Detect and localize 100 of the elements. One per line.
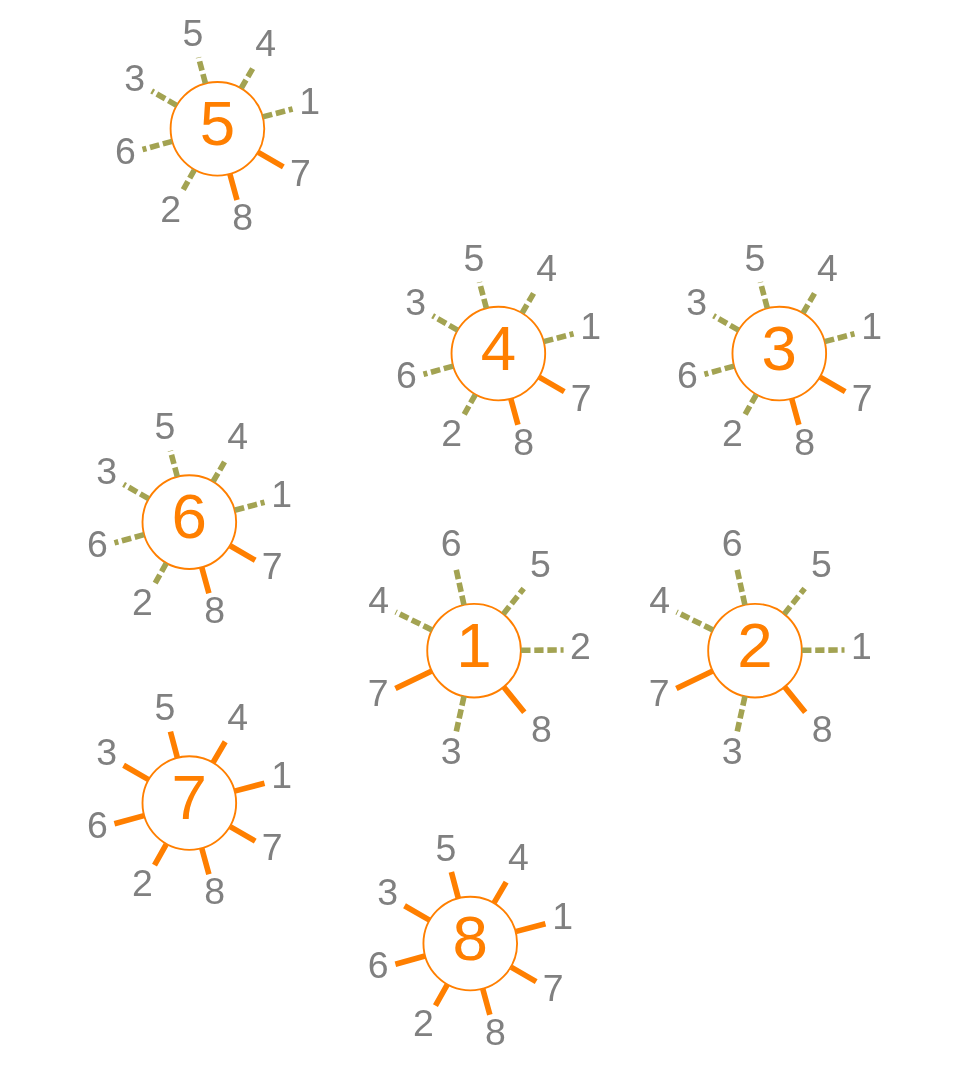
connector	[198, 566, 212, 595]
node-text: 7	[261, 545, 283, 588]
connector	[520, 647, 564, 654]
connector	[226, 173, 240, 201]
connector	[151, 561, 169, 586]
connector	[514, 921, 546, 935]
connector	[674, 668, 714, 691]
node-text: 4	[535, 246, 557, 289]
connector	[460, 393, 478, 418]
node-circle: 4	[450, 305, 546, 402]
connector	[519, 290, 537, 315]
node-text: 4	[816, 246, 838, 289]
connector	[195, 56, 208, 84]
connector	[479, 988, 493, 1016]
connector	[452, 566, 467, 606]
node-text: 1	[860, 304, 882, 347]
connector	[507, 398, 521, 426]
node-text: 5	[744, 236, 765, 279]
node-text: 3	[721, 729, 743, 772]
node-text: 2	[440, 412, 462, 455]
connector	[233, 780, 265, 794]
node-circle: 8	[422, 895, 518, 992]
node-text: 8	[203, 589, 225, 632]
node-text: 8	[512, 420, 534, 463]
connector	[733, 566, 748, 606]
node-text: 8	[203, 870, 225, 913]
node-circle: 6	[141, 474, 237, 570]
connector	[233, 499, 265, 513]
connector	[121, 481, 150, 502]
node-circle: 7	[141, 755, 237, 851]
connector	[228, 824, 257, 844]
connector	[782, 685, 807, 714]
connector	[509, 964, 538, 985]
node-text: 4	[507, 836, 529, 879]
connector	[448, 871, 461, 899]
connector	[121, 762, 150, 782]
node-text: 3	[95, 730, 117, 773]
node-text: 3	[440, 729, 462, 772]
connector	[113, 532, 145, 546]
node-text: 7	[570, 376, 592, 419]
node-text: 1	[579, 304, 601, 347]
connector	[801, 647, 845, 654]
node-text: 7	[289, 152, 311, 195]
connector	[167, 449, 180, 478]
node-text: 6	[395, 354, 417, 397]
node-text: 3	[123, 56, 145, 99]
connector	[210, 459, 228, 483]
node-text: 5	[810, 542, 832, 585]
connector	[781, 586, 807, 616]
connector	[432, 983, 450, 1007]
node-text: 4	[254, 21, 276, 64]
node-circle: 5	[169, 81, 265, 177]
connector	[149, 88, 178, 108]
connector	[788, 398, 802, 426]
connector	[393, 668, 433, 691]
connector	[741, 393, 759, 418]
node-text: 8	[484, 1010, 506, 1053]
connector	[151, 842, 169, 867]
node-text: 3	[376, 871, 398, 914]
connector	[393, 609, 433, 633]
connector	[757, 281, 770, 309]
connector	[818, 374, 847, 395]
node-circle: 2	[706, 602, 803, 699]
node-text: 8	[811, 708, 833, 751]
connector	[430, 313, 459, 333]
node-text: 7	[261, 826, 283, 869]
node-text: 2	[131, 580, 153, 623]
node-text: 7	[648, 672, 670, 715]
connector	[501, 685, 526, 714]
node-text: 1	[551, 894, 573, 937]
node-text: 5	[154, 405, 175, 448]
node-text: 4	[226, 415, 248, 458]
connector	[491, 880, 509, 905]
connector	[800, 290, 818, 315]
connector	[542, 331, 574, 345]
connector	[113, 812, 145, 827]
node-text: 3	[685, 281, 707, 324]
node-text: 8	[530, 708, 552, 751]
connector	[261, 106, 293, 120]
connector	[703, 363, 735, 377]
node-text: 7	[851, 376, 873, 419]
node-text: 6	[367, 944, 389, 987]
connector	[452, 695, 467, 735]
node-text: 1	[270, 754, 292, 797]
connector	[198, 847, 212, 875]
node-text: 5	[434, 826, 456, 869]
connector	[823, 331, 855, 345]
node-text: 2	[569, 625, 591, 668]
node-text: 1	[850, 625, 872, 668]
node-text: 6	[114, 129, 136, 172]
node-text: 6	[676, 354, 698, 397]
connector	[733, 695, 748, 735]
node-text: 8	[793, 420, 815, 463]
node-text: 8	[231, 196, 253, 239]
connector	[422, 363, 454, 377]
node-text: 1	[270, 473, 292, 516]
connector	[238, 66, 256, 90]
node-circle: 3	[731, 305, 827, 402]
connector	[500, 586, 526, 616]
connector	[711, 313, 740, 333]
